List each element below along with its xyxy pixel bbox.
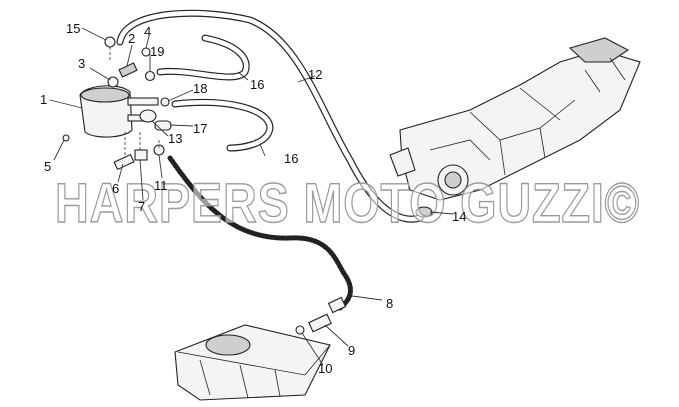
breather-tank bbox=[79, 85, 159, 138]
callout-17: 17 bbox=[193, 121, 207, 136]
callout-6: 6 bbox=[112, 181, 119, 196]
callout-14: 14 bbox=[452, 209, 466, 224]
callout-1: 1 bbox=[40, 92, 47, 107]
breather-hoses bbox=[116, 9, 424, 311]
callout-13: 13 bbox=[168, 131, 182, 146]
callout-18: 18 bbox=[193, 81, 207, 96]
callout-16-upper: 16 bbox=[250, 77, 264, 92]
callout-16-lower: 16 bbox=[284, 151, 298, 166]
oil-sump bbox=[174, 324, 331, 401]
fittings bbox=[62, 36, 433, 335]
callout-3: 3 bbox=[78, 56, 85, 71]
callout-4: 4 bbox=[144, 24, 151, 39]
airbox bbox=[389, 37, 641, 201]
callout-7: 7 bbox=[138, 199, 145, 214]
callout-2: 2 bbox=[128, 31, 135, 46]
guide-lines bbox=[109, 47, 160, 158]
callout-19: 19 bbox=[150, 44, 164, 59]
callout-11: 11 bbox=[154, 178, 168, 193]
callout-15: 15 bbox=[66, 21, 80, 36]
leader-lines bbox=[49, 27, 454, 366]
callout-8: 8 bbox=[386, 296, 393, 311]
callout-10: 10 bbox=[318, 361, 332, 376]
watermark: HARPERS MOTO GUZZI© bbox=[55, 171, 640, 234]
callout-5: 5 bbox=[44, 159, 51, 174]
callout-labels: 15 2 4 19 3 1 5 6 7 11 12 16 16 18 17 13… bbox=[40, 21, 466, 376]
callout-12: 12 bbox=[308, 67, 322, 82]
callout-9: 9 bbox=[348, 343, 355, 358]
